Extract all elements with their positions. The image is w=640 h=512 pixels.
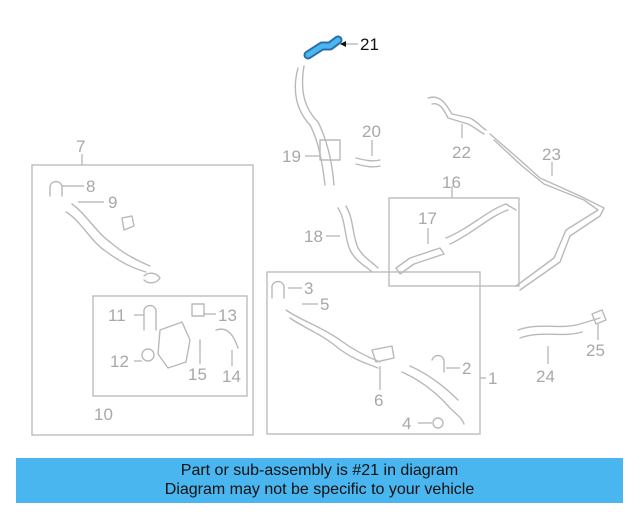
part-1-hose (285, 309, 381, 369)
part-19-bracket (319, 139, 341, 161)
part-clamp-7 (143, 272, 161, 284)
callout-13[interactable]: 13 (218, 306, 237, 325)
callout-10[interactable]: 10 (94, 405, 113, 424)
callout-22[interactable]: 22 (452, 143, 471, 162)
part-21-hose-fill[interactable] (305, 37, 341, 58)
callout-5[interactable]: 5 (320, 295, 329, 314)
callout-21[interactable]: 21 (360, 35, 379, 54)
box-10 (92, 295, 248, 397)
part-8-clamp (49, 180, 63, 197)
callout-1[interactable]: 1 (488, 369, 497, 388)
part-6-tee (371, 345, 395, 363)
info-banner: Part or sub-assembly is #21 in diagram D… (16, 458, 623, 503)
callout-7[interactable]: 7 (76, 137, 85, 156)
part-12-oring (141, 348, 155, 362)
box-1 (266, 271, 481, 435)
callout-24[interactable]: 24 (536, 367, 555, 386)
part-23-pipe (489, 133, 605, 291)
part-4-oring (432, 417, 444, 429)
callout-2[interactable]: 2 (462, 359, 471, 378)
callout-23[interactable]: 23 (542, 145, 561, 164)
part-10-housing (157, 321, 191, 369)
part-14-hose (215, 328, 239, 349)
part-3-clamp (271, 280, 285, 299)
callout-16[interactable]: 16 (442, 173, 461, 192)
part-13-valve (191, 303, 205, 317)
callout-20[interactable]: 20 (362, 122, 381, 141)
part-18-hose (337, 205, 379, 273)
callout-18[interactable]: 18 (304, 227, 323, 246)
part-2-clamp (431, 354, 445, 373)
callout-11[interactable]: 11 (108, 306, 126, 325)
part-1-lower-hose (401, 365, 465, 425)
part-9-hose (65, 203, 151, 273)
part-11-clamp (143, 304, 157, 331)
parts-diagram: 21 19 20 22 23 7 8 9 16 17 18 3 5 11 13 … (31, 35, 607, 436)
part-19-pipe (294, 65, 335, 186)
part-24-pipe (517, 317, 601, 339)
callout-14[interactable]: 14 (222, 367, 241, 386)
arrowhead-21 (340, 41, 346, 47)
callout-4[interactable]: 4 (402, 414, 411, 433)
part-22-hose (427, 96, 487, 135)
part-17-valve (395, 247, 445, 275)
banner-line-2: Diagram may not be specific to your vehi… (164, 481, 475, 498)
box-7 (31, 164, 254, 436)
part-9-clip (121, 215, 135, 231)
callout-9[interactable]: 9 (108, 193, 117, 212)
part-20-hose (355, 157, 381, 168)
callout-12[interactable]: 12 (110, 352, 129, 371)
part-16-hose (445, 203, 517, 245)
callout-6[interactable]: 6 (374, 391, 383, 410)
callout-15[interactable]: 15 (188, 365, 207, 384)
callout-19[interactable]: 19 (282, 147, 301, 166)
callout-25[interactable]: 25 (586, 341, 605, 360)
box-16 (388, 197, 520, 287)
callout-17[interactable]: 17 (418, 209, 437, 228)
callout-8[interactable]: 8 (86, 177, 95, 196)
part-25-fitting (591, 309, 607, 325)
banner-line-1: Part or sub-assembly is #21 in diagram (180, 462, 459, 479)
callout-3[interactable]: 3 (304, 279, 313, 298)
